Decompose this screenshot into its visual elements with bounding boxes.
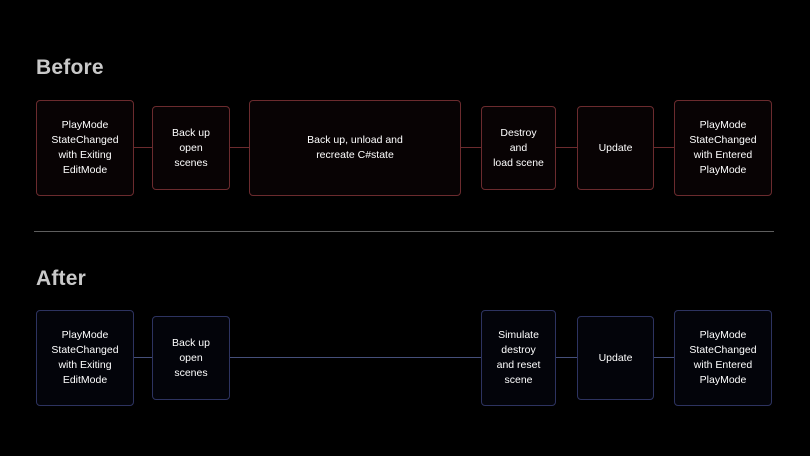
connector-line — [654, 357, 674, 358]
connector-line — [556, 357, 577, 358]
flow-node[interactable]: PlayMode StateChanged with Entered PlayM… — [674, 310, 772, 406]
connector-line — [461, 147, 481, 148]
connector-line — [654, 147, 674, 148]
flow-node[interactable]: PlayMode StateChanged with Exiting EditM… — [36, 100, 134, 196]
flow-node[interactable]: PlayMode StateChanged with Entered PlayM… — [674, 100, 772, 196]
connector-line — [556, 147, 577, 148]
section-title-after: After — [36, 267, 87, 290]
flow-node[interactable]: Back up, unload and recreate C#state — [249, 100, 461, 196]
flow-node[interactable]: Back up open scenes — [152, 106, 230, 190]
connector-line — [134, 147, 152, 148]
connector-line — [134, 357, 152, 358]
flow-node[interactable]: Back up open scenes — [152, 316, 230, 400]
flow-row-after: PlayMode StateChanged with Exiting EditM… — [0, 310, 810, 406]
flow-node[interactable]: Simulate destroy and reset scene — [481, 310, 556, 406]
connector-line — [230, 357, 481, 358]
flow-node[interactable]: PlayMode StateChanged with Exiting EditM… — [36, 310, 134, 406]
section-divider — [34, 231, 774, 232]
connector-line — [230, 147, 249, 148]
flow-node[interactable]: Update — [577, 106, 654, 190]
flow-node[interactable]: Destroy and load scene — [481, 106, 556, 190]
flow-row-before: PlayMode StateChanged with Exiting EditM… — [0, 100, 810, 196]
section-title-before: Before — [36, 56, 104, 79]
flow-node[interactable]: Update — [577, 316, 654, 400]
